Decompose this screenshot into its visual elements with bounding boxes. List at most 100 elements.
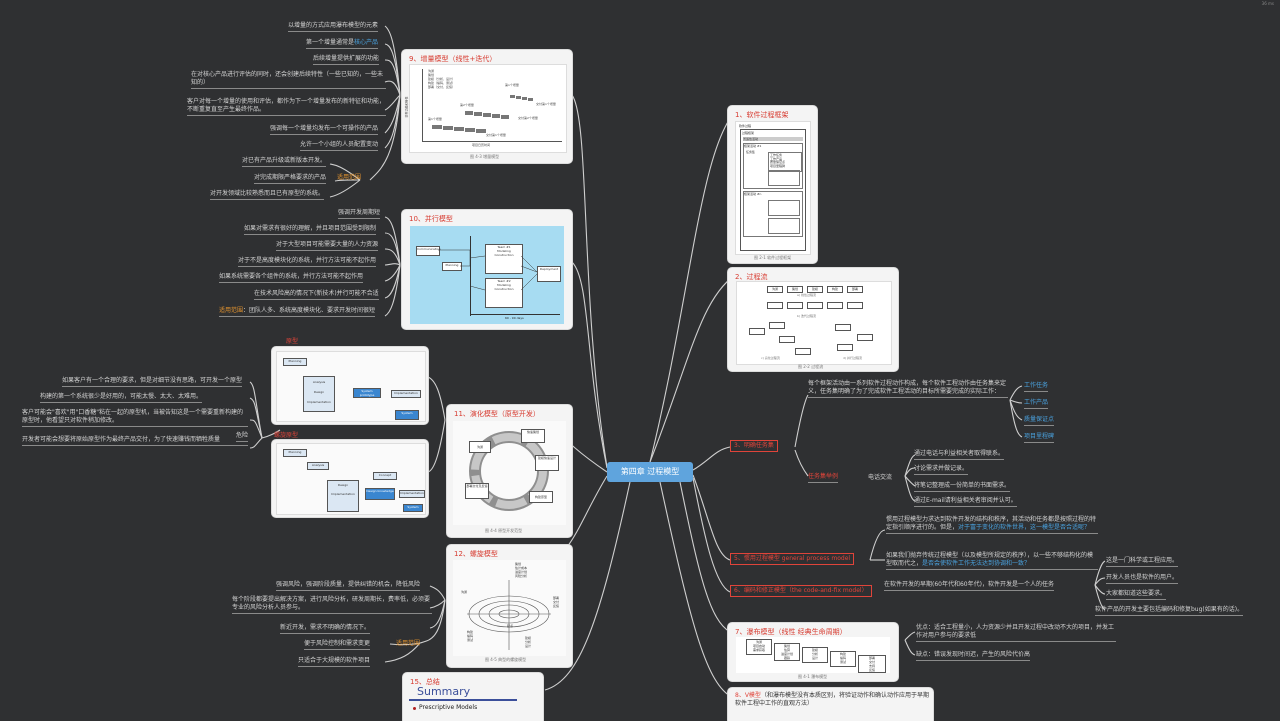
cycle-arrows [469, 431, 549, 511]
incremental-scope-2: 对完成期限严格要求的产品 [254, 174, 327, 184]
framework-title: 1、软件过程框架 [735, 111, 789, 119]
core-product-highlight: 核心产品 [354, 39, 379, 46]
tasks-item-3: 质量保证点 [1024, 416, 1055, 426]
concurrent-title: 10、并行模型 [409, 215, 453, 223]
comm-item-2: 讨论需求并做记录。 [914, 465, 969, 475]
evolutionary-caption: 图 4-4 原型开发范型 [485, 528, 523, 533]
incremental-note-6: 强调每一个增量均发布一个可操作的产品 [270, 125, 379, 135]
concurrent-note-3: 对于大型项目可能需要大量的人力资源 [276, 241, 379, 251]
spiral-figure: 策划估计成本进度计划风险分析 沟通 部署交付反馈 建模分析设计 构建编码测试 起… [453, 560, 566, 656]
incremental-note-3: 后续增量提供扩展的功能 [313, 55, 380, 65]
incremental-scope-3: 对开发领域比较熟悉而且已有原型的系统。 [210, 190, 325, 200]
tasks-item-4: 项目里程碑 [1024, 433, 1055, 443]
summary-heading: Summary [417, 685, 471, 698]
incremental-ylabel: 软件功能和特性 [404, 96, 409, 118]
framework-caption: 图 2-1 软件过程框架 [754, 255, 792, 260]
framework-card[interactable]: 1、软件过程框架 软件过程 过程框架 普适性活动 框架活动 #1 任务集 工作任… [728, 106, 817, 263]
waterfall-pro: 优点：适合工程量小，人力资源少并且开发过程中改动不大的项目，并发工作对用户参与的… [916, 624, 1116, 642]
incremental-note-1: 以增量的方式应用瀑布模型的元素 [288, 22, 379, 32]
codefix-item-2: 开发人员也是软件的用户。 [1106, 574, 1179, 584]
evolutionary-title: 11、演化模型（原型开发） [454, 410, 540, 418]
evolutionary-note-4: 开发者可能会想要将原始原型作为最终产品交付，为了快速赚钱而牺牲质量 [22, 436, 248, 446]
comm-item-1: 通过电话与利益相关者取得联系。 [914, 450, 1005, 460]
evolutionary-note-1: 如果客户有一个合理的要求，但是对细节没有思路，可开发一个原型 [62, 377, 243, 387]
waterfall-card[interactable]: 7、瀑布模型（线性 经典生命周期） 沟通项目启动需求获取 策划估算进度计划跟踪 … [728, 623, 898, 681]
evolutionary-card[interactable]: 11、演化模型（原型开发） 沟通 快速策划 建模快速设计 构建原型 部署交付及反… [447, 405, 572, 537]
concurrent-note-5: 如果系统需要各个组件的系统，并行方法可能不起作用 [219, 273, 364, 283]
generic-note-1: 惯用过程模型力求达到软件开发的结构和秩序，其活动和任务都是按照过程的特定指引顺序… [886, 516, 1098, 534]
incremental-legend: 沟通 策划 建模（分析、设计） 构建（编码、测试） 部署（交付、反馈） [428, 69, 456, 89]
tasks-item-2: 工作产品 [1024, 399, 1049, 409]
incremental-title: 9、增量模型（线性+迭代） [409, 55, 497, 63]
incremental-scope-1: 对已有产品升级或新版本开发。 [242, 157, 327, 167]
bullet-icon [413, 707, 416, 710]
tasks-topic[interactable]: 3、明确任务集 [730, 440, 778, 452]
spiral-title: 12、螺旋模型 [454, 550, 498, 558]
spiral-note-3: 新近开发，需求不明确的情况下。 [280, 624, 371, 634]
codefix-item-1: 这是一门科学或工程应用。 [1106, 557, 1179, 567]
central-topic[interactable]: 第四章 过程模型 [607, 462, 693, 482]
spiral-card[interactable]: 12、螺旋模型 策划估计成本进度计划风险分析 沟通 部署交付反馈 建模分析设计 … [447, 545, 572, 667]
incremental-staircase [432, 95, 533, 133]
waterfall-con: 缺点：错误发现时间迟，产生的风险代价高 [916, 651, 1031, 661]
evolutionary-note-3: 客户可能会"喜欢"用"口香糖"粘在一起的原型机，当被告知这是一个需要重新构建的原… [22, 409, 248, 427]
comm-item-3: 将笔记整理成一份简单的书面需求。 [914, 482, 1011, 492]
incremental-note-4: 在对核心产品进行评估的同时，还会创建后续特性（一些已知的，一些未知的） [191, 71, 386, 89]
process-flow-title: 2、过程流 [735, 273, 768, 281]
incremental-caption: 图 4-3 增量模型 [470, 154, 500, 159]
concurrent-note-1: 强调开发周期短 [338, 209, 381, 219]
tasks-example-label: 任务集举例 [808, 473, 839, 483]
waterfall-figure: 沟通项目启动需求获取 策划估算进度计划跟踪 建模分析设计 构建编码测试 部署交付… [736, 637, 890, 673]
spiral-note-2: 每个阶段都要提出解决方案，进行风险分析，研发周期长，费率低，必须要专业的风险分析… [232, 596, 432, 614]
process-flow-caption: 图 2-2 过程流 [798, 364, 824, 369]
summary-item: Prescriptive Models [419, 704, 478, 711]
incremental-card[interactable]: 9、增量模型（线性+迭代） 沟通 策划 建模（分析、设计） 构建（编码、测试） … [402, 50, 572, 163]
process-flow-figure: 沟通 策划 建模 构建 部署 a) 线性过程流 b) 迭代过程流 c) 演化过程… [736, 281, 892, 365]
summary-rule [409, 699, 517, 701]
spiral-prototype-label: 螺旋原型 [274, 432, 299, 439]
framework-figure: 软件过程 过程框架 普适性活动 框架活动 #1 任务集 工作任务工作产品质量保证… [735, 121, 811, 255]
codefix-item-4: 软件产品的开发主要包括编码和修复bug(如果有的话)。 [1095, 606, 1244, 616]
incremental-scope-label: 适用范围 [337, 174, 362, 181]
waterfall-title: 7、瀑布模型（线性 经典生命周期） [735, 628, 847, 636]
spiral-note-4: 便于风险控制和需求变更 [304, 640, 371, 650]
prototype-cycle-figure: 沟通 快速策划 建模快速设计 构建原型 部署交付及反馈 [453, 421, 566, 525]
summary-card[interactable]: 15、总结 Summary Prescriptive Models [403, 673, 543, 721]
prototype-label: 原型 [286, 338, 299, 345]
generic-note-2: 如果我们抛弃传统过程模型（以及模型所规定的秩序），以一些不够结构化的模型取而代之… [886, 552, 1098, 570]
spiral-note-1: 强调风险，强调阶段质量，提供纠错的机会，降低风险 [276, 581, 421, 591]
codefix-item-3: 大家都知道这些要求。 [1106, 590, 1167, 600]
spiral-note-5: 只适合于大规模的软件项目 [298, 657, 371, 667]
vmodel-text: 8、V模型（和瀑布模型没有本质区别，将验证动作和确认动作应用于早期软件工程中工作… [735, 692, 929, 707]
comm-item-4: 通过E-mail请利益相关者审阅并认可。 [914, 497, 1017, 507]
generic-topic[interactable]: 5、惯用过程模型 general process model [730, 553, 855, 565]
process-flow-card[interactable]: 2、过程流 沟通 策划 建模 构建 部署 a) 线性过程流 b) 迭代过程流 c… [728, 268, 898, 371]
summary-title: 15、总结 [410, 678, 440, 686]
spiral-caption: 图 4-5 典型的螺旋模型 [485, 657, 527, 662]
concurrent-note-2: 如果对需求有很好的理解，并且项目范围受到限制 [244, 225, 377, 235]
incremental-note-7: 允许一个小组的人员配置变动 [300, 141, 379, 151]
concurrent-note-6: 在技术风险高的情况下(新技术)并行可能不合适 [254, 290, 379, 300]
vmodel-card[interactable]: 8、V模型（和瀑布模型没有本质区别，将验证动作和确认动作应用于早期软件工程中工作… [728, 688, 933, 721]
incremental-note-2: 第一个增量通常是核心产品 [306, 39, 379, 49]
incremental-note-5: 客户对每一个增量的使用和评估，都作为下一个增量发布的新特征和功能，不断重复直至产… [187, 98, 386, 116]
danger-label: 危险 [236, 432, 249, 442]
codefix-note: 在软件开发的早期(60年代和60年代)，软件开发是一个人的任务 [884, 581, 1054, 591]
codefix-topic[interactable]: 6、编码和修正模型（the code-and-fix model） [730, 585, 872, 597]
evolutionary-note-2: 构建的第一个系统很少是好用的，可能太慢、太大、太难用。 [40, 393, 203, 403]
concurrent-scope: 适用范围：团队人多、系统高度模块化、要求开发时间很短 [219, 307, 376, 317]
concurrent-note-4: 对于不是高度模块化的系统，并行方法可能不起作用 [238, 257, 377, 267]
waterfall-caption: 图 4-1 瀑布模型 [798, 674, 828, 679]
timing-readout: 36 ms [1261, 1, 1274, 6]
tasks-comm-label: 电话交流 [868, 474, 893, 481]
tasks-item-1: 工作任务 [1024, 382, 1049, 392]
